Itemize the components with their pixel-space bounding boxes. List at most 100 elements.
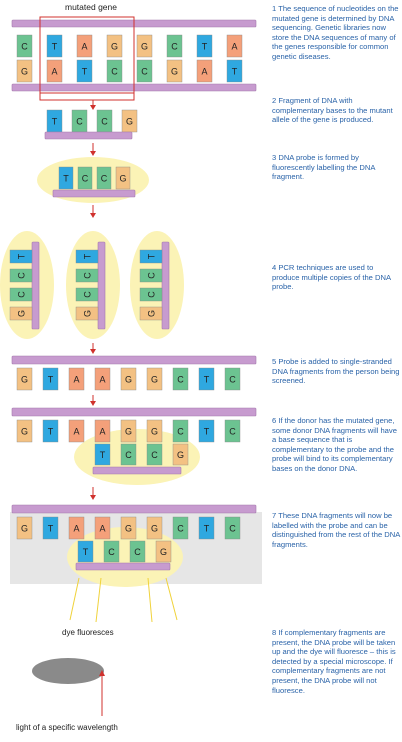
gene-top-base-letter: G	[111, 42, 118, 52]
copy-base	[139, 268, 163, 283]
gene-bottom-base-letter: G	[171, 67, 178, 77]
step-5-text: 5 Probe is added to single-stranded DNA …	[272, 357, 400, 386]
gene-top-base-letter: T	[52, 42, 58, 52]
copy-glow	[66, 231, 120, 339]
bound7-probe-base-letter: T	[83, 547, 89, 557]
bound7-probe-base	[103, 540, 120, 563]
gene-bottom-base	[46, 59, 63, 83]
fragment-base-letter: C	[76, 117, 83, 127]
step-7-text: 7 These DNA fragments will now be labell…	[272, 511, 400, 549]
copy-backbone	[161, 241, 170, 330]
gene-top-base	[106, 34, 123, 58]
probe-base-letter: C	[101, 174, 108, 184]
donor7-base	[146, 516, 163, 540]
donor5-base	[146, 367, 163, 391]
bound7-probe-base-letter: G	[160, 547, 167, 557]
mutation-highlight-box	[39, 16, 135, 94]
donor6-base-letter: C	[177, 427, 184, 437]
gene-bottom-base	[166, 59, 183, 83]
donor6-base	[16, 419, 33, 443]
copy-base-letter: C	[17, 272, 27, 279]
donor6-base	[198, 419, 215, 443]
donor7-base-letter: A	[99, 524, 105, 534]
donor5-base-letter: T	[204, 375, 210, 385]
gene-top-base	[46, 34, 63, 58]
copy-base	[75, 306, 99, 321]
copy-base	[9, 249, 33, 264]
probe-base	[115, 166, 131, 190]
donor5-base-letter: G	[151, 375, 158, 385]
probe-base-letter: T	[63, 174, 69, 184]
bound6-probe-backbone	[92, 466, 182, 475]
copy-base-letter: C	[83, 291, 93, 298]
bound7-probe-base-letter: C	[108, 547, 115, 557]
donor7-base	[224, 516, 241, 540]
donor7-base-letter: G	[125, 524, 132, 534]
copy-base-letter: T	[83, 253, 93, 259]
gene-bottom-base	[76, 59, 93, 83]
bound6-probe-base	[172, 443, 189, 466]
gene-bottom-base	[106, 59, 123, 83]
bound7-probe-backbone	[75, 562, 171, 571]
bound6-probe-base-letter: C	[125, 450, 132, 460]
gene-bottom-base	[196, 59, 213, 83]
copy-base	[75, 287, 99, 302]
donor5-base	[16, 367, 33, 391]
copy-backbone	[97, 241, 106, 330]
donor5-base	[224, 367, 241, 391]
donor5-base-letter: G	[21, 375, 28, 385]
gene-top-base-letter: A	[81, 42, 87, 52]
donor5-base-letter: C	[177, 375, 184, 385]
fluorescence-ray	[165, 577, 178, 621]
gene-top-base-letter: T	[202, 42, 208, 52]
step-1-text: 1 The sequence of nucleotides on the mut…	[272, 4, 399, 61]
probe-base	[77, 166, 93, 190]
donor6-base-letter: T	[204, 427, 210, 437]
donor6-base	[94, 419, 111, 443]
copy-backbone	[31, 241, 40, 330]
bind7-glow	[67, 527, 183, 587]
copy-base-letter: G	[147, 310, 157, 317]
bound7-probe-base	[129, 540, 146, 563]
step-2-text: 2 Fragment of DNA with complementary bas…	[272, 96, 393, 125]
donor5-base	[68, 367, 85, 391]
donor7-base	[94, 516, 111, 540]
donor7-base	[120, 516, 137, 540]
donor6-base-letter: G	[125, 427, 132, 437]
copy-base	[9, 306, 33, 321]
donor6-base-letter: A	[73, 427, 79, 437]
probe-base-letter: C	[82, 174, 89, 184]
bound7-probe-base-letter: C	[134, 547, 141, 557]
probe-base	[96, 166, 112, 190]
donor5-backbone	[11, 355, 257, 365]
gene-bottom-base-letter: G	[21, 67, 28, 77]
light-arrow-head	[99, 670, 105, 676]
donor5-base-letter: A	[99, 375, 105, 385]
fluorescence-ray	[95, 577, 102, 623]
donor5-base	[172, 367, 189, 391]
arrow-5-head	[90, 401, 96, 406]
copy-glow	[0, 231, 54, 339]
probe-backbone	[52, 189, 136, 198]
donor6-base-letter: G	[21, 427, 28, 437]
copy-base	[9, 268, 33, 283]
donor5-base-letter: C	[229, 375, 236, 385]
fragment-backbone	[44, 131, 133, 140]
copy-base-letter: G	[83, 310, 93, 317]
gene-top-base	[76, 34, 93, 58]
copy-base	[139, 306, 163, 321]
gene-bottom-base-letter: A	[51, 67, 57, 77]
donor6-base	[120, 419, 137, 443]
donor5-base-letter: A	[73, 375, 79, 385]
bound6-probe-base	[146, 443, 163, 466]
step-6-text: 6 If the donor has the mutated gene, som…	[272, 416, 397, 473]
gene-top-base	[226, 34, 243, 58]
fluorescence-ray	[147, 577, 153, 623]
donor7-base-letter: G	[21, 524, 28, 534]
donor6-base	[146, 419, 163, 443]
fragment-base-letter: C	[101, 117, 108, 127]
donor5-base-letter: G	[125, 375, 132, 385]
donor7-base-letter: A	[73, 524, 79, 534]
gene-top-base	[166, 34, 183, 58]
probe-base	[58, 166, 74, 190]
